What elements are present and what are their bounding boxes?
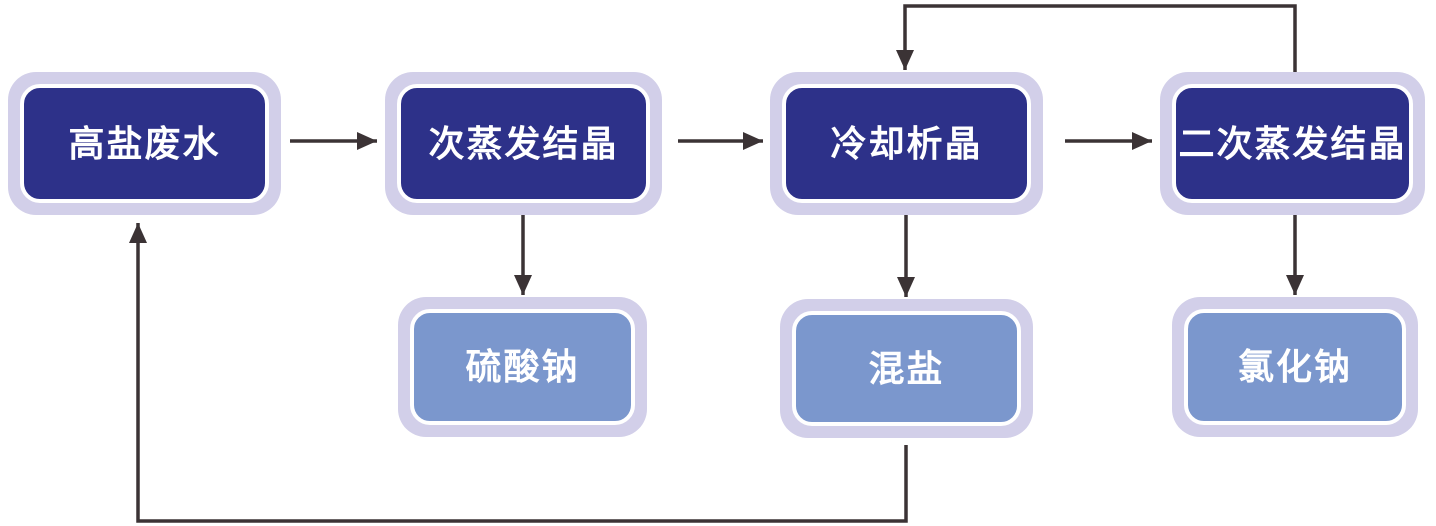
node-mixed-salt-label: 混盐 xyxy=(868,347,945,389)
node-primary-evaporation: 次蒸发结晶 xyxy=(385,72,662,215)
node-cooling-crystallization-label: 冷却析晶 xyxy=(830,122,983,164)
node-mixed-salt-inner: 混盐 xyxy=(792,311,1021,426)
node-sodium-chloride-label: 氯化钠 xyxy=(1237,346,1352,387)
node-secondary-evaporation: 二次蒸发结晶 xyxy=(1160,72,1425,215)
node-high-salt-wastewater-inner: 高盐废水 xyxy=(20,84,269,203)
node-cooling-crystallization-inner: 冷却析晶 xyxy=(782,84,1031,203)
node-secondary-evaporation-inner: 二次蒸发结晶 xyxy=(1172,84,1413,203)
node-sodium-sulfate: 硫酸钠 xyxy=(398,297,647,437)
node-cooling-crystallization: 冷却析晶 xyxy=(770,72,1043,215)
node-high-salt-wastewater-label: 高盐废水 xyxy=(68,122,221,164)
node-primary-evaporation-label: 次蒸发结晶 xyxy=(428,122,619,164)
node-mixed-salt: 混盐 xyxy=(780,299,1033,438)
edge-secondary-evaporation-feedback-to-cooling-arrow xyxy=(896,4,1297,72)
node-sodium-chloride: 氯化钠 xyxy=(1172,297,1418,437)
node-primary-evaporation-inner: 次蒸发结晶 xyxy=(397,84,650,203)
node-secondary-evaporation-label: 二次蒸发结晶 xyxy=(1178,122,1407,164)
node-sodium-sulfate-inner: 硫酸钠 xyxy=(410,309,635,425)
node-sodium-sulfate-label: 硫酸钠 xyxy=(465,346,580,387)
node-sodium-chloride-inner: 氯化钠 xyxy=(1184,309,1406,425)
edge-mixed-salt-feedback-to-wastewater-arrow xyxy=(129,223,908,523)
node-high-salt-wastewater: 高盐废水 xyxy=(8,72,281,215)
